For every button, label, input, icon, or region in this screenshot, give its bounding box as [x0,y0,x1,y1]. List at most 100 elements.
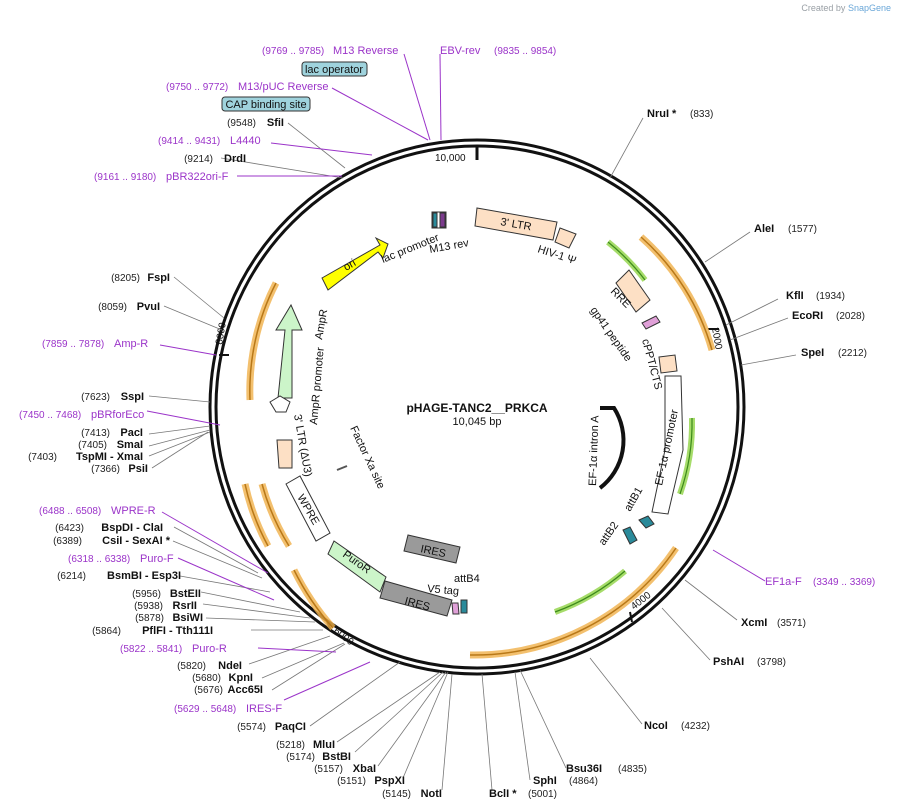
label-attb1: attB1 [622,485,645,513]
primer-name-m13puc: M13/pUC Reverse [238,81,328,93]
label-ori: ori [342,257,359,274]
ampr-feature [275,303,303,399]
enz-drdi-pos: (9214) [184,154,213,165]
enz-acc65i: Acc65I [228,684,263,696]
enz-pvui: PvuI [137,301,160,313]
enz-kfli-pos: (1934) [816,291,845,302]
enz-pvui-pos: (8059) [98,302,127,313]
primer-name-pbrforeco: pBRforEco [91,409,144,421]
enz-csii: CsiI - SexAI * [102,535,171,547]
snapgene-credit: Created by SnapGene [801,3,891,13]
enz-rsrii: RsrII [173,600,197,612]
orf-arc-1-core [640,236,713,351]
enzymes-right: NruI * (833) AleI (1577) KflI (1934) Eco… [489,108,867,800]
attb4-feature [460,599,468,614]
enz-tspmi: TspMI - XmaI [76,451,143,463]
orf-arc-6 [246,281,280,401]
enz-smai: SmaI [117,439,143,451]
enz-ncoi-pos: (4232) [681,721,710,732]
green-arc-3 [553,568,627,615]
features [269,207,684,617]
enz-paci: PacI [120,427,143,439]
enz-sspi-pos: (7623) [81,392,110,403]
wpre-feature [285,475,331,542]
hiv-psi-feature [554,227,577,249]
orf-arc-2-core [469,547,677,656]
primer-lines [146,53,766,701]
ltr3-du3-feature [276,439,293,469]
label-factor-xa: Factor Xa site [347,424,387,491]
enz-tspmi-pos: (7403) [28,452,57,463]
enz-pshai-pos: (3798) [757,657,786,668]
tick-8000: 8000 [214,321,229,345]
enz-sphi: SphI [533,775,557,787]
primer-name-puro-r: Puro-R [192,643,227,655]
enz-ecori: EcoRI [792,310,823,322]
backbone-outer [208,138,746,676]
enz-bstbi-pos: (5174) [286,752,315,763]
primer-name-l4440: L4440 [230,135,261,147]
lac-operator-label: lac operator [305,64,363,76]
enz-bsteii-pos: (5956) [132,589,161,600]
cap-binding-box [221,96,311,112]
primer-pos-m13-reverse: (9769 .. 9785) [262,46,324,57]
enz-pspxi: PspXI [374,775,405,787]
orf-arc-3-core [293,569,334,629]
enz-sfii-pos: (9548) [227,118,256,129]
enz-csii-pos: (6389) [53,536,82,547]
cap-binding-label: CAP binding site [225,99,306,111]
enz-psii-pos: (7366) [91,464,120,475]
label-gp41: gp41 peptide [588,305,634,364]
enz-bsmbi: BsmBI - Esp3I [107,570,181,582]
orf-arc-1 [638,234,716,351]
enz-bcli-pos: (5001) [528,789,557,800]
enz-psii: PsiI [128,463,148,475]
enz-xbai: XbaI [353,763,376,775]
enz-xcmi-pos: (3571) [777,618,806,629]
label-v5: V5 tag [427,583,460,598]
enz-kpni-pos: (5680) [192,673,221,684]
primer-pos-wpre-r: (6488 .. 6508) [39,506,101,517]
primer-pos-m13puc: (9750 .. 9772) [166,82,228,93]
primer-pos-pbrforeco: (7450 .. 7468) [19,410,81,421]
green-arc-3-core [554,570,626,613]
primer-name-pbr322: pBR322ori-F [166,171,229,183]
enz-nrui-pos: (833) [690,109,713,120]
primer-name-ires-f: IRES-F [246,703,282,715]
enz-kfli: KflI [786,290,804,302]
label-attb2: attB2 [597,520,622,548]
primer-name-puro-f: Puro-F [140,553,174,565]
enz-alei-pos: (1577) [788,224,817,235]
enzymes-left: (5145) NotI (5151) PspXI (5157) XbaI (51… [28,117,442,800]
enz-bspdi-pos: (6423) [55,523,84,534]
orf-arc-6-core [249,282,277,401]
enz-acc65i-pos: (5676) [194,685,223,696]
enz-bsu36i-pos: (4835) [618,764,647,775]
gp41-feature [641,315,661,330]
enz-pspxi-pos: (5151) [337,776,366,787]
enz-paqci: PaqCI [275,721,306,733]
factor-xa-mark [336,465,348,471]
enz-ecori-pos: (2028) [836,311,865,322]
green-arc-1-core [607,241,646,281]
enz-fspi-pos: (8205) [111,273,140,284]
enz-sspi: SspI [121,391,144,403]
primer-name-ef1a-f: EF1a-F [765,576,802,588]
label-ltr3: 3' LTR [499,216,532,233]
enz-noti-pos: (5145) [382,789,411,800]
tick-10000: 10,000 [435,153,466,164]
enz-bsu36i: Bsu36I [566,763,602,775]
green-arc-2-core [679,417,693,495]
primer-pos-l4440: (9414 .. 9431) [158,136,220,147]
ori-feature [321,236,389,291]
enz-bspdi: BspDI - ClaI [101,522,163,534]
promoter-arcs [553,239,696,615]
enz-paqci-pos: (5574) [237,722,266,733]
lac-operator-box [301,61,368,77]
ires1-feature [403,534,461,564]
enz-xcmi: XcmI [741,617,767,629]
enz-spei: SpeI [801,347,824,359]
ires2-feature [379,580,453,617]
plasmid-size: 10,045 bp [453,416,502,428]
label-attb4: attB4 [454,573,480,585]
